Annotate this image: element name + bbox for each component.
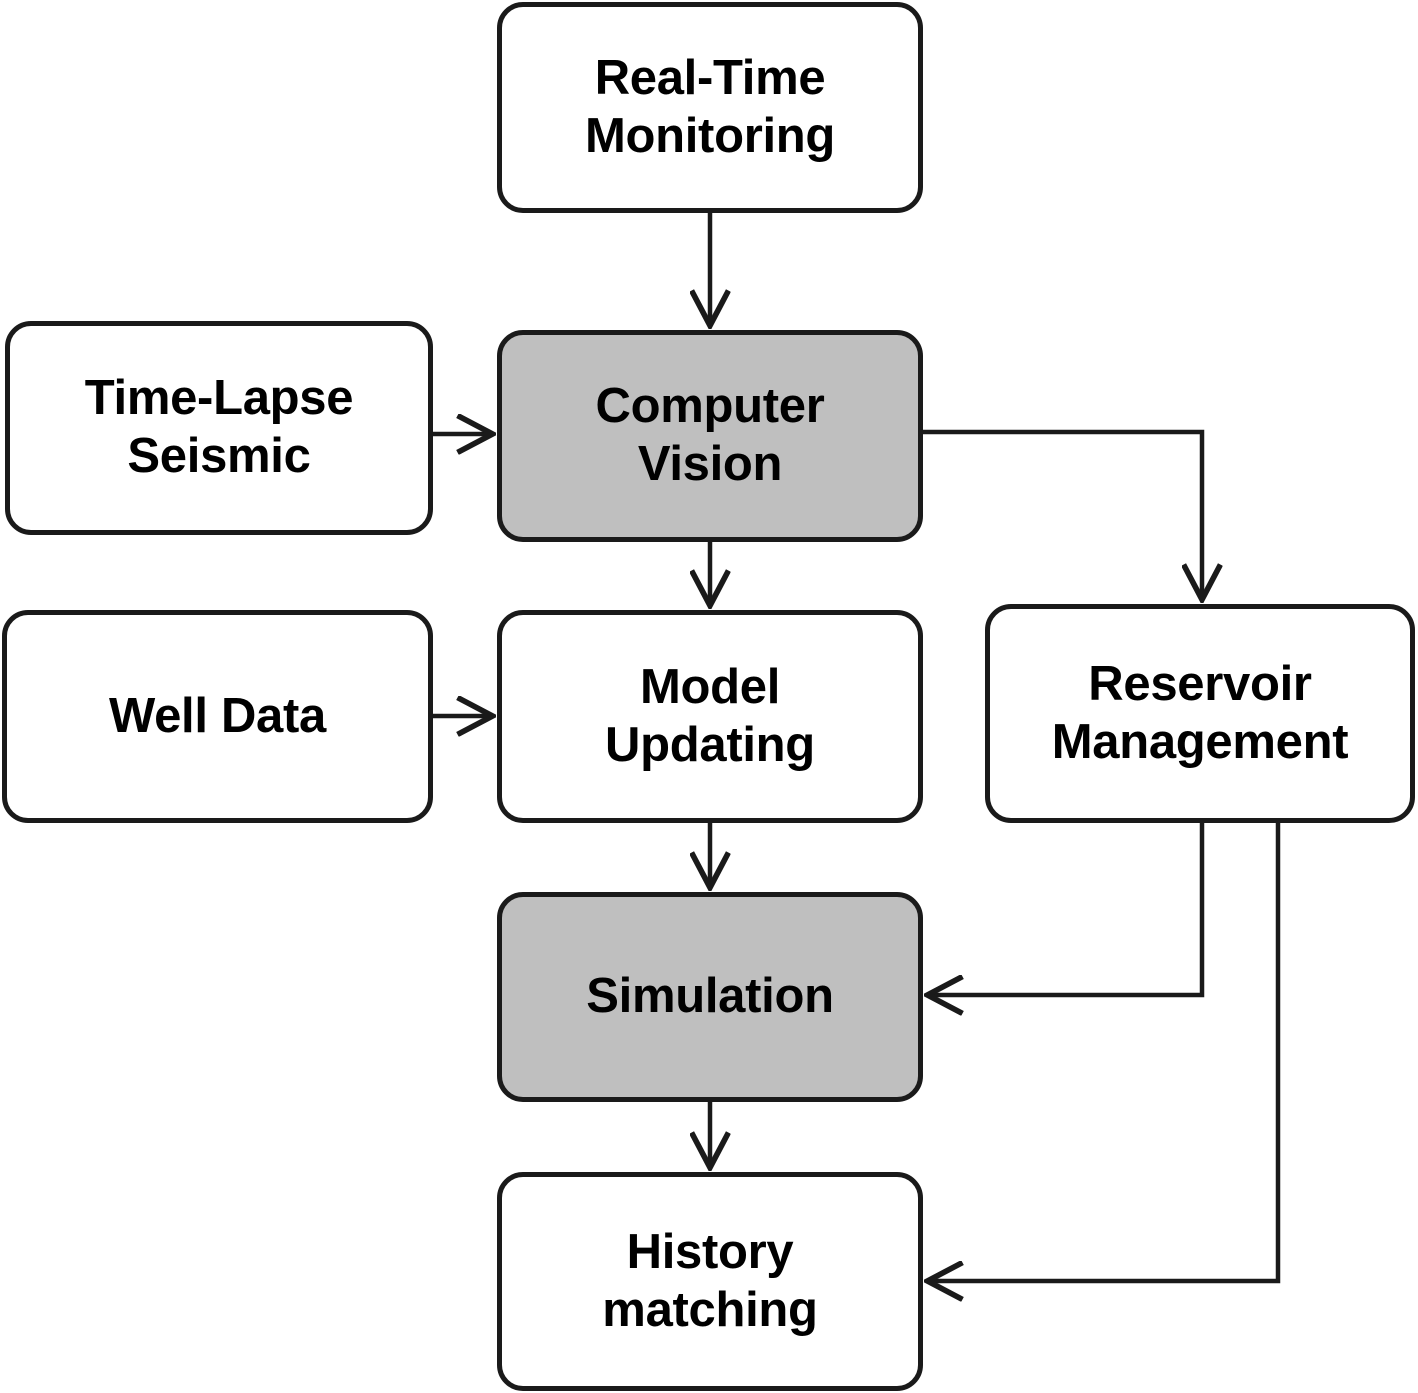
node-history-matching[interactable]: History matching — [497, 1172, 923, 1391]
node-reservoir-management[interactable]: Reservoir Management — [985, 604, 1415, 823]
node-computer-vision[interactable]: Computer Vision — [497, 330, 923, 542]
node-label-reservoir-management: Reservoir Management — [1051, 656, 1349, 769]
node-label-well-data: Well Data — [109, 688, 326, 743]
edge-reservoir-to-simulation — [931, 823, 1205, 995]
node-label-model-updating: Model Updating — [605, 659, 815, 772]
node-label-simulation: Simulation — [586, 969, 834, 1024]
edge-vision-to-reservoir — [923, 429, 1202, 596]
node-simulation[interactable]: Simulation — [497, 892, 923, 1102]
node-time-lapse-seismic[interactable]: Time-Lapse Seismic — [5, 321, 433, 535]
node-label-real-time-monitoring: Real-Time Monitoring — [584, 50, 836, 163]
node-model-updating[interactable]: Model Updating — [497, 610, 923, 823]
node-label-time-lapse-seismic: Time-Lapse Seismic — [84, 371, 354, 483]
node-real-time-monitoring[interactable]: Real-Time Monitoring — [497, 2, 923, 213]
node-well-data[interactable]: Well Data — [2, 610, 433, 823]
node-label-computer-vision: Computer Vision — [595, 379, 825, 491]
node-label-history-matching: History matching — [602, 1224, 818, 1337]
edge-reservoir-to-history — [931, 823, 1281, 1281]
